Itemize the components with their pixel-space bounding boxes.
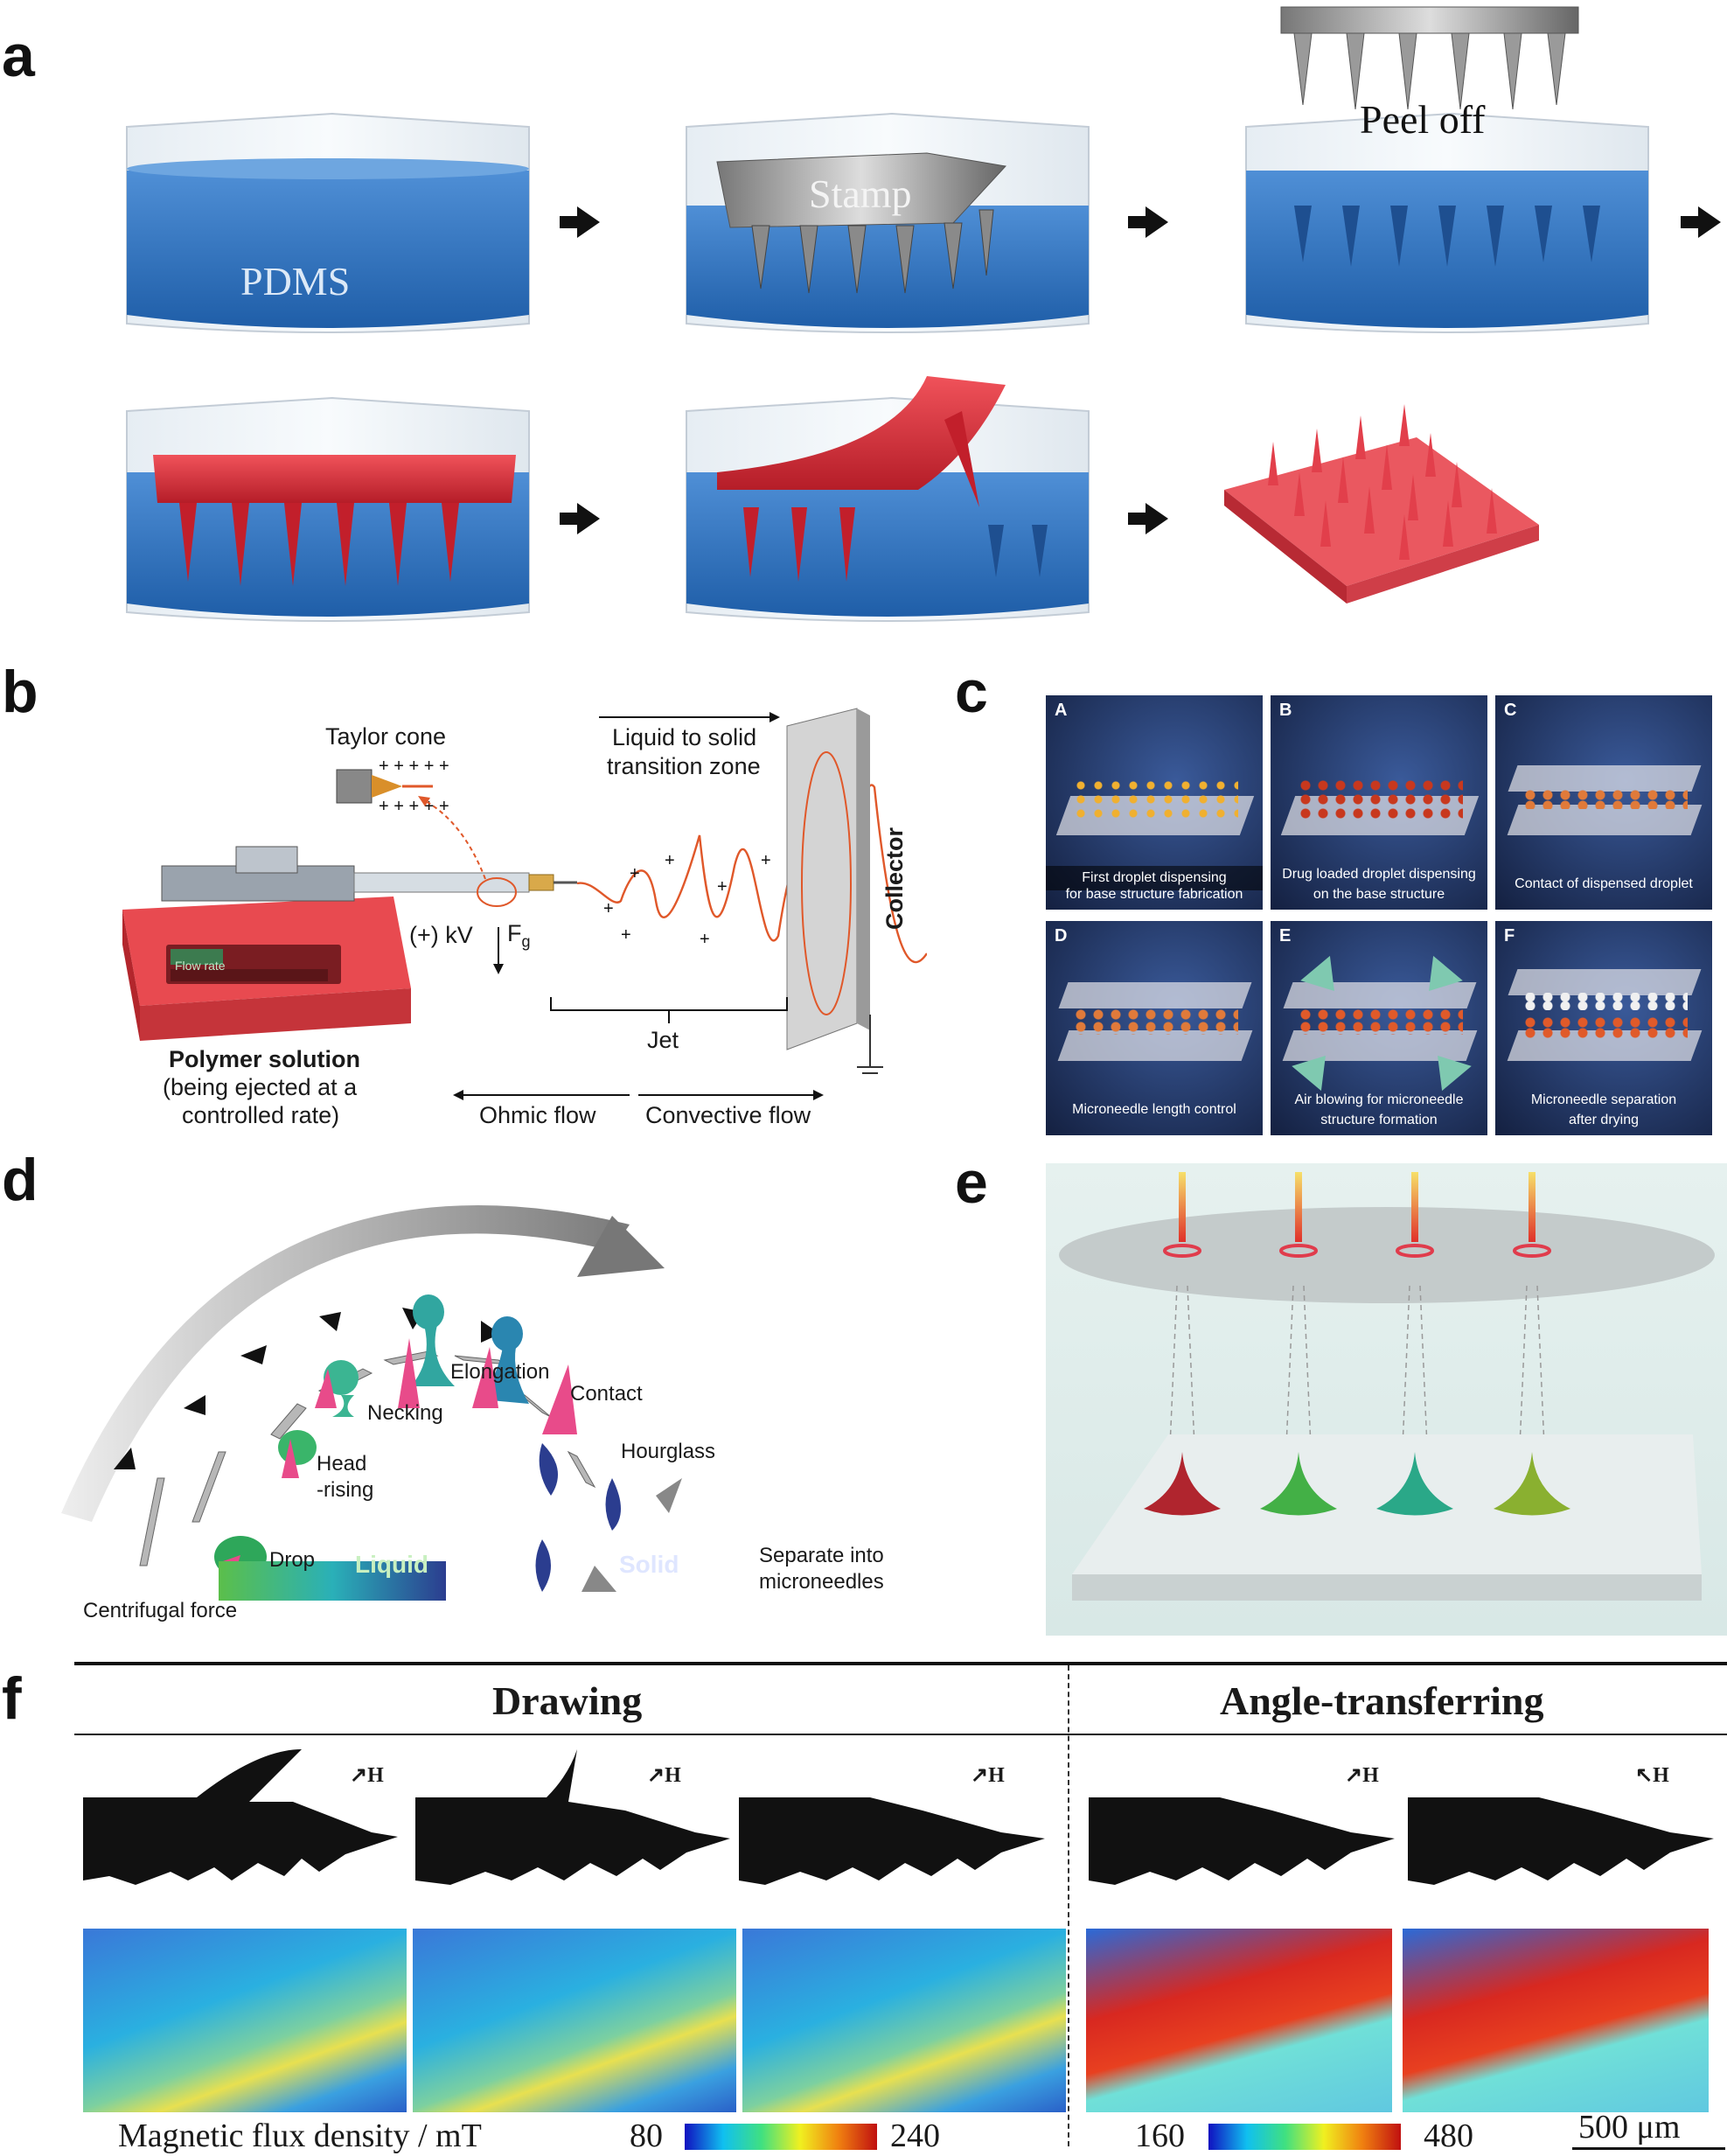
step-arrow [1681, 206, 1721, 238]
colorbar-2-min: 160 [1135, 2118, 1185, 2154]
centrifugal-force-label: Centrifugal force [83, 1599, 238, 1622]
panel-e-figure [1046, 1163, 1727, 1636]
solid-label: Solid [619, 1551, 679, 1578]
elongation-label: Elongation [450, 1360, 550, 1384]
tank-2 [686, 112, 1090, 333]
svg-text:+ + + + +: + + + + + [379, 797, 449, 816]
divider-header [74, 1734, 1727, 1735]
tank-5 [686, 376, 1090, 622]
flux-map-5 [1403, 1929, 1709, 2112]
colorbar-2 [1208, 2124, 1401, 2150]
peel-off-label: Peel off [1360, 97, 1486, 142]
voltage-label: (+) kV [409, 922, 473, 948]
field-direction-label: ↗H [647, 1764, 681, 1787]
liquid-solid-label-2: transition zone [607, 753, 761, 779]
separate-label-2: microneedles [759, 1570, 884, 1594]
panel-label-d: d [2, 1147, 38, 1213]
colorbar-1-max: 240 [890, 2118, 940, 2154]
panel-b-figure: + + + + + + + + + + + + + + + + + + [122, 708, 927, 1100]
colorbar-2-max: 480 [1424, 2118, 1473, 2154]
flux-map-2 [413, 1929, 736, 2112]
drop-label: Drop [269, 1548, 316, 1572]
svg-text:+ + + + +: + + + + + [379, 757, 449, 776]
panel-a-figure [126, 6, 1649, 622]
separate-label-1: Separate into [759, 1544, 884, 1567]
scale-bar [1572, 2147, 1725, 2150]
flux-map-3 [742, 1929, 1066, 2112]
panel-c-grid: A First droplet dispensing for base stru… [1046, 695, 1727, 1137]
necking-label: Necking [367, 1401, 443, 1425]
field-direction-label: ↗H [1345, 1764, 1379, 1787]
panel-label-c: c [955, 659, 988, 725]
step-cell-a: A First droplet dispensing for base stru… [1046, 695, 1263, 910]
panel-label-a: a [2, 23, 35, 89]
divider-top [74, 1662, 1727, 1665]
step-arrow [1128, 503, 1168, 534]
svg-text:+: + [621, 925, 631, 945]
jet-label: Jet [647, 1027, 679, 1053]
panel-label-e: e [955, 1149, 988, 1216]
gravity-force-label: Fg [507, 920, 531, 951]
head-rising-label-2: -rising [317, 1478, 374, 1502]
step-cell-f: F Microneedle separation after drying [1495, 921, 1712, 1135]
polymer-solution-label: Polymer solution [169, 1046, 361, 1072]
field-direction-label: ↗H [971, 1764, 1005, 1787]
panel-f-silhouettes [83, 1749, 1714, 1885]
panel-label-f: f [2, 1665, 22, 1732]
flux-map-4 [1086, 1929, 1392, 2112]
head-rising-label-1: Head [317, 1452, 367, 1476]
scale-bar-label: 500 μm [1578, 2109, 1681, 2146]
flux-density-label: Magnetic flux density / mT [118, 2118, 482, 2154]
svg-text:+: + [717, 877, 728, 897]
contact-label: Contact [570, 1382, 643, 1406]
drawing-heading: Drawing [492, 1678, 643, 1723]
step-arrow [560, 503, 600, 534]
svg-text:+: + [761, 851, 771, 870]
colorbar-1 [685, 2124, 877, 2150]
pdms-label: PDMS [240, 259, 351, 304]
panel-label-b: b [2, 659, 38, 725]
step-cell-d: D Microneedle length control [1046, 921, 1263, 1135]
tank-3 [1245, 6, 1649, 333]
field-direction-label: ↖H [1635, 1764, 1669, 1787]
angle-transferring-heading: Angle-transferring [1220, 1678, 1544, 1723]
colorbar-1-min: 80 [630, 2118, 663, 2154]
pump-display: Flow rate [175, 959, 226, 973]
step-cell-c: C Contact of dispensed droplet [1495, 695, 1712, 910]
centrifuge-label: Centrifuge [437, 1168, 531, 1190]
svg-text:+: + [665, 851, 675, 870]
svg-text:+: + [700, 930, 710, 949]
svg-text:+: + [630, 864, 640, 883]
panel-d-figure [61, 1205, 682, 1601]
liquid-solid-label-1: Liquid to solid [612, 724, 757, 750]
hourglass-label: Hourglass [621, 1440, 716, 1463]
taylor-cone-label: Taylor cone [325, 723, 447, 750]
stamp-label: Stamp [809, 171, 912, 216]
step-arrow [560, 206, 600, 238]
tank-4 [126, 396, 530, 622]
polymer-note-2: controlled rate) [182, 1102, 340, 1128]
svg-text:+: + [603, 899, 614, 918]
step-arrow [1128, 206, 1168, 238]
step-cell-b: B Drug loaded droplet dispensing on the … [1271, 695, 1487, 910]
convective-flow-label: Convective flow [645, 1102, 811, 1128]
collector-label: Collector [881, 827, 908, 930]
ohmic-flow-label: Ohmic flow [479, 1102, 596, 1128]
divider-vertical [1068, 1665, 1069, 2146]
tank-1 [126, 112, 530, 333]
flux-map-1 [83, 1929, 407, 2112]
step-cell-e: E Air blowing for microneedle structure … [1271, 921, 1487, 1135]
liquid-label: Liquid [355, 1551, 428, 1578]
field-direction-label: ↗H [350, 1764, 384, 1787]
polymer-note-1: (being ejected at a [163, 1074, 358, 1100]
microneedle-patch [1224, 404, 1539, 604]
